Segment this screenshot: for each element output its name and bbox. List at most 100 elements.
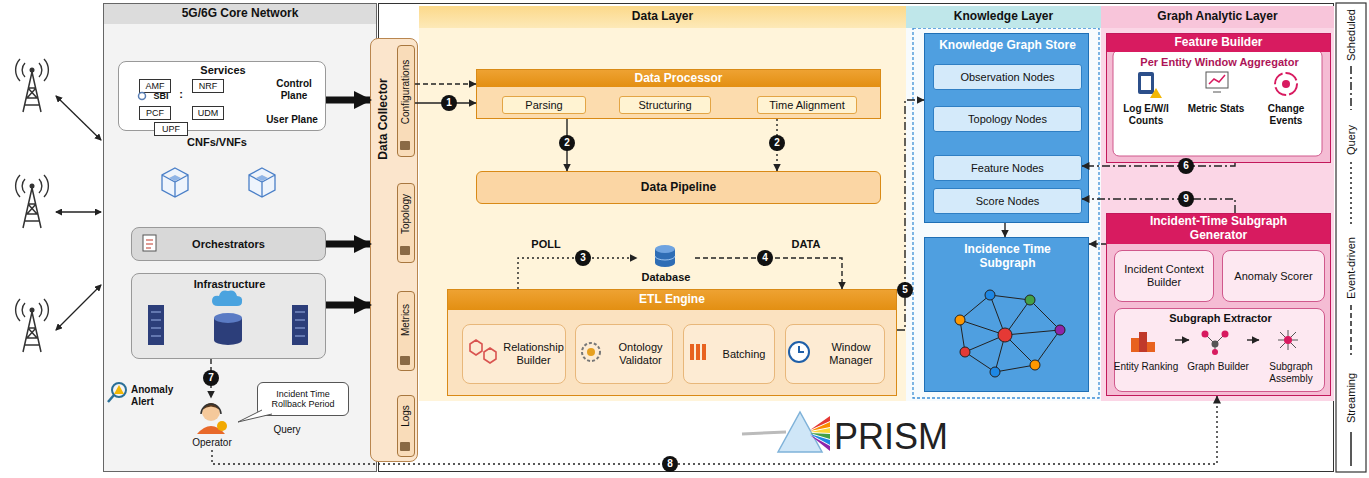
node-label: Time Alignment	[766, 99, 847, 112]
legend-label: Query	[1345, 125, 1358, 155]
legend-label: Streaming	[1345, 373, 1358, 423]
node-label: Database	[637, 271, 695, 284]
database-icon	[655, 245, 675, 267]
node-label: Operator	[180, 437, 244, 449]
feature-icon	[1138, 72, 1297, 98]
text-label: CNFs/VNFs	[177, 136, 257, 149]
cube-icon	[162, 168, 188, 197]
legend-label: Scheduled	[1345, 9, 1358, 61]
node-label: UPF	[159, 124, 183, 134]
cloud-database-icon	[212, 291, 242, 345]
collector-box: Data CollectorConfigurationsTopologyMetr…	[370, 38, 418, 462]
callout-number: 4	[757, 250, 773, 266]
function-box: PCF	[139, 106, 171, 120]
node-label: Structuring	[635, 99, 694, 112]
store-item: Score Nodes	[933, 188, 1082, 214]
text-label: :	[177, 88, 185, 101]
node-label: Incident Context Builder	[1115, 263, 1213, 288]
process-box: Data Pipeline	[476, 171, 881, 204]
connector	[326, 302, 370, 309]
node-label: NRF	[196, 81, 221, 91]
function-box: UDM	[192, 106, 224, 120]
speech-bubble: Incident Time Rollback Period	[257, 382, 349, 416]
node-label: ETL Engine	[448, 290, 896, 310]
process-box: Orchestrators	[131, 227, 326, 261]
callout-number: 5	[897, 282, 913, 298]
function-box: UPF	[154, 122, 188, 136]
step-box: Structuring	[619, 96, 711, 114]
store-item: Topology Nodes	[933, 106, 1082, 132]
callout-number: 6	[1178, 158, 1194, 174]
tower-icon	[16, 299, 49, 352]
callout-number: 8	[662, 456, 678, 472]
tower-icon	[16, 175, 49, 228]
node-label: UDM	[195, 108, 222, 118]
node-label: Graph Builder	[1185, 361, 1251, 373]
step-box: Time Alignment	[757, 96, 857, 114]
legend-frame	[1336, 3, 1366, 472]
node-label: 5G/6G Core Network	[104, 4, 376, 24]
node-label: User Plane	[259, 114, 325, 126]
node-label: Data Layer	[419, 6, 906, 28]
node-label: Incident Time Rollback Period	[258, 389, 348, 410]
text-label: Metric Stats	[1184, 103, 1248, 115]
callout-number: 9	[1178, 191, 1194, 207]
node-label: Topology Nodes	[965, 113, 1050, 126]
text-label: Anomaly Alert	[131, 384, 181, 407]
callout-number: 3	[575, 250, 591, 266]
cube-icon	[249, 168, 275, 197]
node-label: Knowledge Layer	[906, 6, 1101, 28]
legend-label: Event-driven	[1345, 237, 1358, 299]
node-label: PCF	[143, 108, 167, 118]
radio-link	[56, 96, 101, 330]
node-label: Window Manager	[818, 341, 884, 366]
node-label: Feature Builder	[1107, 34, 1330, 52]
node-label: Ontology Validator	[609, 341, 672, 366]
layer-band: Data LayerData ProcessorParsingStructuri…	[419, 6, 906, 401]
node-label: Metrics	[400, 304, 412, 336]
icon-node: Graph Builder	[1189, 329, 1247, 389]
node-label: Graph Analytic Layer	[1101, 6, 1334, 28]
node-label: PRISM	[834, 416, 974, 457]
node-label: AMF	[143, 81, 168, 91]
text-label: Change Events	[1254, 103, 1318, 126]
node-label: Data Pipeline	[638, 181, 719, 195]
function-box: AMF	[139, 79, 171, 93]
node-label: Orchestrators	[189, 238, 268, 251]
node-label: Subgraph Extractor	[1115, 312, 1326, 325]
text-label: Log E/W/I Counts	[1114, 103, 1178, 126]
tower-icon	[16, 59, 49, 112]
process-box: Data ProcessorParsingStructuringTime Ali…	[476, 69, 881, 119]
function-box: NRF	[192, 79, 224, 93]
step-box: Incident Context Builder	[1114, 250, 1214, 302]
node-label: Control Plane	[265, 78, 323, 101]
source-box: Configurations	[397, 45, 415, 157]
node-label: Observation Nodes	[957, 71, 1057, 84]
text-label: DATA	[788, 238, 824, 251]
node-label: Knowledge Graph Store	[925, 39, 1090, 53]
callout-number: 2	[769, 135, 785, 151]
orchestrator-icon	[143, 235, 156, 251]
node-label: Infrastructure	[132, 278, 327, 291]
store-box: Incidence Time Subgraph	[924, 237, 1089, 392]
process-box: ETL EngineRelationship Builder Ontology V…	[447, 289, 897, 396]
callout-number: 7	[203, 370, 219, 386]
step-box: Anomaly Scorer	[1222, 250, 1325, 302]
node-label: Relationship Builder	[502, 341, 565, 366]
node-label: Parsing	[522, 99, 565, 112]
callout-number: 1	[441, 95, 457, 111]
store-item: Feature Nodes	[933, 155, 1082, 181]
process-box: Incident-Time Subgraph GeneratorIncident…	[1106, 213, 1331, 396]
node-label: Topology	[400, 194, 412, 234]
prism-logo	[742, 412, 830, 452]
node-label: Per Entity Window Aggregator	[1115, 56, 1324, 69]
text-label: Query	[268, 424, 306, 436]
text-label: POLL	[528, 238, 564, 251]
connector	[1247, 339, 1259, 340]
node-label: Incidence Time Subgraph	[947, 243, 1068, 271]
callout-number: 2	[559, 135, 575, 151]
service-box: ServicesControl PlaneUser PlaneAMFNRFPCF…	[118, 61, 326, 131]
node-label: Incident-Time Subgraph Generator	[1107, 214, 1330, 244]
node-label: Batching	[714, 348, 774, 361]
node-label: Anomaly Scorer	[1231, 270, 1315, 283]
